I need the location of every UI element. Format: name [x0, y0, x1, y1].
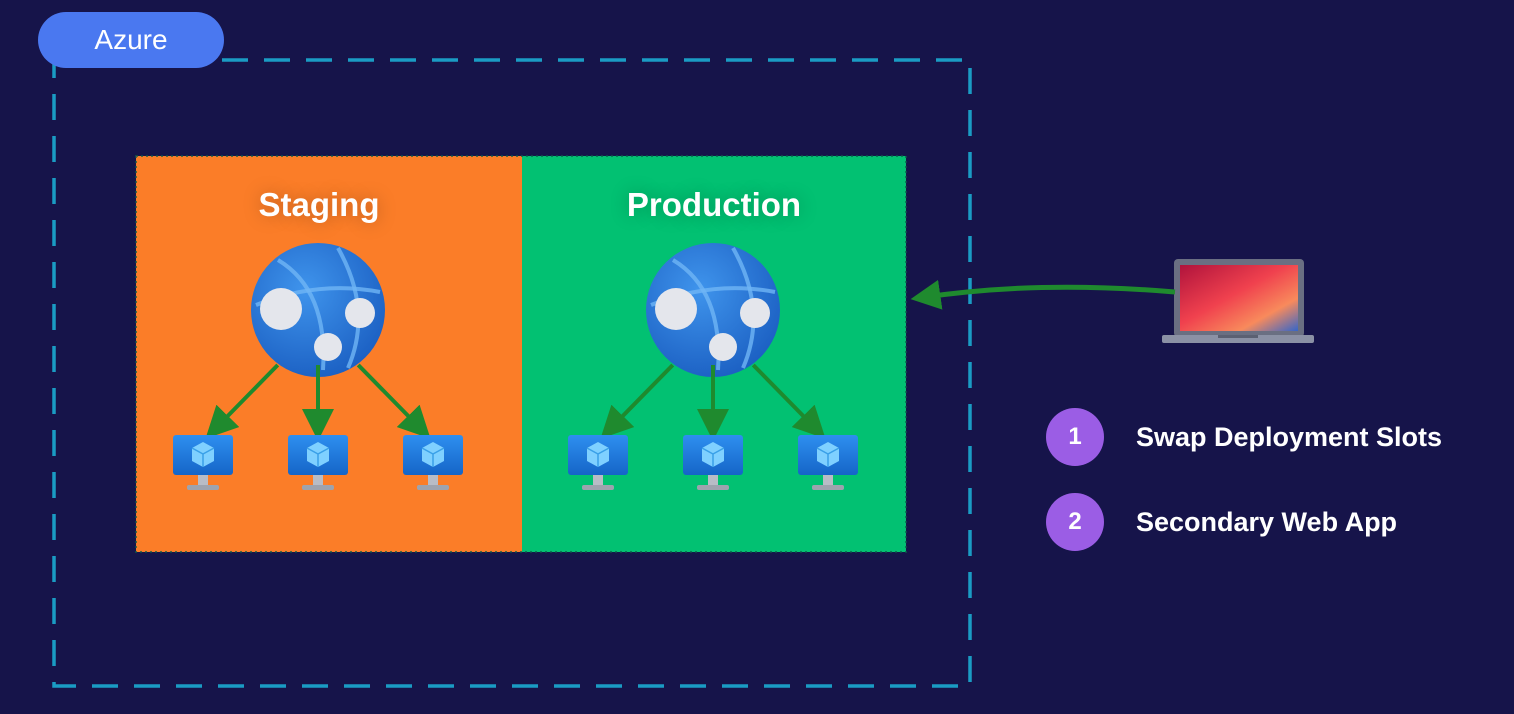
- virtual-machine-monitor-icon: [173, 435, 233, 490]
- laptop-icon: [1162, 259, 1314, 343]
- virtual-machine-monitor-icon: [288, 435, 348, 490]
- step-item: 1 Swap Deployment Slots: [1046, 408, 1442, 466]
- deploy-arrow: [205, 363, 280, 439]
- virtual-machine-monitor-icon: [683, 435, 743, 490]
- deploy-arrow: [356, 363, 431, 439]
- azure-boundary: [52, 58, 972, 688]
- step-item: 2 Secondary Web App: [1046, 493, 1397, 551]
- virtual-machine-monitor-icon: [403, 435, 463, 490]
- staging-slot-label: Staging: [258, 186, 380, 223]
- production-slot-label: Production: [626, 186, 802, 223]
- traffic-arrow: [910, 279, 1176, 310]
- slots-dotted-border: [135, 155, 907, 553]
- step-label: Secondary Web App: [1136, 506, 1398, 537]
- web-app-globe-icon: [646, 243, 780, 377]
- step-number-badge: 1: [1046, 408, 1104, 466]
- web-app-globe-icon: [251, 243, 385, 377]
- virtual-machine-monitor-icon: [798, 435, 858, 490]
- step-label: Swap Deployment Slots: [1136, 421, 1443, 452]
- step-number-badge: 2: [1046, 493, 1104, 551]
- virtual-machine-monitor-icon: [568, 435, 628, 490]
- deploy-arrow: [751, 363, 826, 439]
- azure-label: Azure: [38, 12, 224, 68]
- deploy-arrow: [600, 363, 675, 439]
